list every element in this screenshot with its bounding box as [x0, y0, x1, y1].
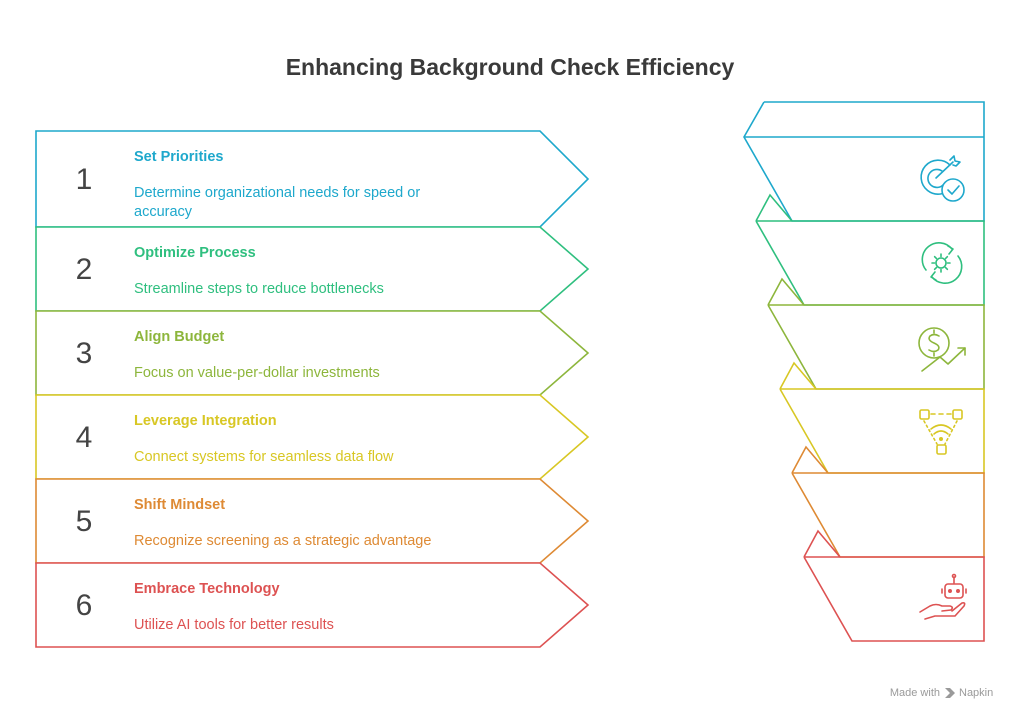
footer-badge: Made with Napkin: [890, 687, 993, 699]
step-description: Recognize screening as a strategic advan…: [134, 533, 431, 549]
network-wifi-icon: [919, 409, 963, 455]
step-description: Streamline steps to reduce bottlenecks: [134, 281, 384, 297]
step-heading: Embrace Technology: [134, 581, 280, 597]
step-arrow-shape: [35, 478, 590, 564]
step-number: 2: [76, 253, 93, 286]
step-description: accuracy: [134, 204, 193, 220]
target-check-icon: [920, 155, 965, 202]
step-description: Utilize AI tools for better results: [134, 617, 334, 633]
step-heading: Shift Mindset: [134, 497, 225, 513]
napkin-logo-icon: [945, 688, 955, 698]
page-title: Enhancing Background Check Efficiency: [286, 54, 735, 80]
step-heading: Leverage Integration: [134, 413, 277, 429]
step-arrow-shape: [35, 226, 590, 312]
step-number: 6: [76, 589, 93, 622]
step-heading: Set Priorities: [134, 149, 223, 165]
step-number: 4: [76, 421, 93, 454]
gear-refresh-icon: [921, 242, 963, 284]
robot-hand-icon: [919, 573, 967, 620]
step-arrow-shape: [35, 130, 590, 228]
step-number: 3: [76, 337, 93, 370]
step-number: 5: [76, 505, 93, 538]
step-description: Focus on value-per-dollar investments: [134, 365, 380, 381]
step-description: Determine organizational needs for speed…: [134, 185, 420, 201]
dollar-growth-icon: [918, 327, 966, 372]
footer-made-with: Made with: [890, 687, 940, 699]
ribbon-stack: [743, 101, 985, 642]
step-heading: Align Budget: [134, 329, 224, 345]
step-number: 1: [76, 163, 93, 196]
footer-brand: Napkin: [959, 687, 993, 699]
step-arrow-shape: [35, 394, 590, 480]
step-arrow-shape: [35, 310, 590, 396]
step-arrow-shape: [35, 562, 590, 648]
step-heading: Optimize Process: [134, 245, 256, 261]
ribbon-segment: [803, 529, 985, 642]
step-description: Connect systems for seamless data flow: [134, 449, 394, 465]
